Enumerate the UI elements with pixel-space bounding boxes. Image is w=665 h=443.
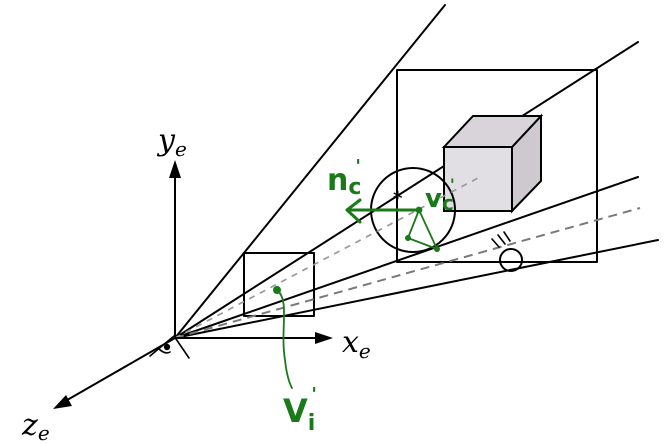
light-rays-icon <box>491 231 511 248</box>
y-axis-label: ye <box>156 123 187 161</box>
far-plane <box>396 69 598 263</box>
z-axis <box>61 337 176 404</box>
vertex-dot-left <box>405 235 411 241</box>
cube <box>441 113 544 214</box>
dashed-ray-center-over <box>174 177 479 339</box>
vertex-dot-top <box>415 206 423 214</box>
normal-label: nc' <box>327 156 361 200</box>
cube-top-face <box>441 115 544 148</box>
vertex-label: Vi' <box>283 384 317 436</box>
frustum-edges <box>174 4 659 339</box>
eye-icon <box>149 335 190 359</box>
dashed-ray-lower <box>174 207 641 339</box>
handwritten-annotations: * nc' vc' Vi' <box>273 156 455 436</box>
frustum-edge-top-right <box>174 41 639 339</box>
z-axis-label: ze <box>21 408 50 443</box>
frustum-edge-top-left <box>174 4 446 339</box>
vertex-dot-bottom <box>434 246 440 252</box>
y-axis-arrow-icon <box>169 160 181 178</box>
near-plane <box>243 252 315 317</box>
z-axis-arrow-icon <box>53 395 72 409</box>
x-axis-arrow-icon <box>315 332 333 344</box>
pointer-line <box>276 289 293 389</box>
vertex-center-label: vc' <box>425 175 455 215</box>
frustum-edge-bottom-left <box>174 176 639 339</box>
frustum-edge-bottom-right <box>174 239 659 339</box>
normal-arrowhead-icon <box>345 198 362 224</box>
star-mark: * <box>393 188 403 209</box>
x-axis-label: xe <box>342 325 371 363</box>
triangle <box>407 209 438 250</box>
eye-axes <box>53 160 333 409</box>
light-source <box>499 248 523 272</box>
